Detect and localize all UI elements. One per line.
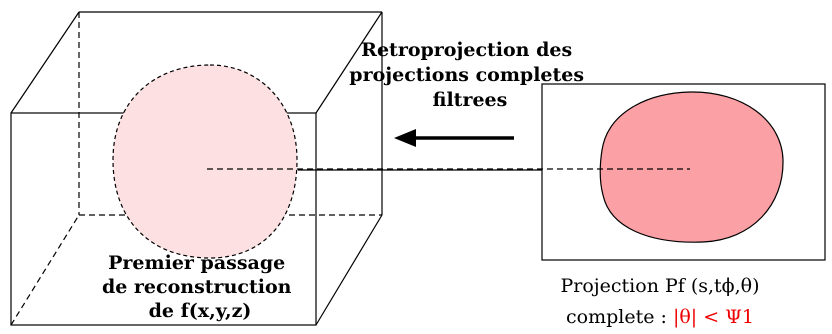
backprojection-label-line: projections completes	[349, 64, 584, 86]
projection-blob	[599, 91, 784, 243]
projection-caption-title: Projection Pf (s,tϕ,θ)	[560, 275, 759, 297]
cube-edge-bottom-right	[315, 214, 383, 326]
condition-prefix: complete :	[566, 306, 673, 328]
cube-edge-top-left	[10, 11, 80, 114]
reconstructed-object-blob	[112, 64, 298, 259]
reconstruction-label-line: de f(x,y,z)	[149, 300, 252, 322]
arrow-head	[394, 129, 416, 147]
backprojection-label: Retroprojection des projections complete…	[349, 39, 590, 111]
reconstruction-label-line: Premier passage	[108, 252, 285, 274]
reconstruction-label-line: de reconstruction	[102, 276, 292, 298]
backprojection-arrow	[394, 129, 514, 147]
cube-edge-top-right	[315, 11, 383, 114]
cube-hidden-edge-bottom-left	[10, 214, 80, 326]
projection-plane	[541, 83, 826, 261]
backprojection-label-line: filtrees	[433, 89, 508, 111]
reconstruction-label: Premier passage de reconstruction de f(x…	[102, 252, 298, 322]
condition-inequality: |θ| < Ψ1	[673, 306, 754, 328]
backprojection-label-line: Retroprojection des	[361, 39, 572, 61]
projection-caption-condition: complete : |θ| < Ψ1	[566, 306, 754, 328]
